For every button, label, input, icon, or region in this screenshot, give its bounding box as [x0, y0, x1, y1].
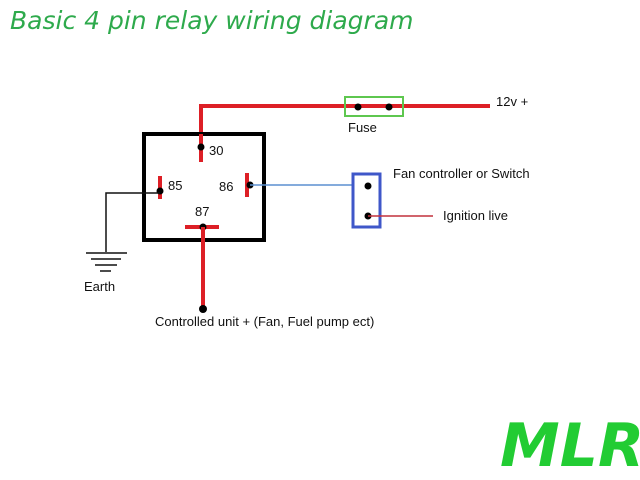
pin-85-label: 85: [168, 178, 182, 193]
mlr-logo: MLR: [500, 411, 640, 480]
pin-30-terminal: [197, 143, 205, 151]
fuse-body: [344, 96, 404, 117]
fuse: [344, 96, 404, 117]
switch-label: Fan controller or Switch: [393, 166, 530, 181]
pin-30: [197, 134, 205, 162]
supply-label: 12v +: [496, 94, 528, 109]
switch-terminal-top: [364, 182, 372, 190]
earth-symbol-icon: [86, 252, 127, 272]
fuse-terminal-left: [354, 103, 362, 111]
diagram-title: Basic 4 pin relay wiring diagram: [10, 6, 414, 35]
pin-86-label: 86: [219, 179, 233, 194]
pin-85: [156, 176, 164, 199]
controlled-unit-terminal: [199, 305, 207, 313]
ignition-label: Ignition live: [443, 208, 508, 223]
earth-wire: [105, 192, 160, 252]
controlled-unit-label: Controlled unit + (Fan, Fuel pump ect): [155, 314, 374, 329]
fuse-label: Fuse: [348, 120, 377, 135]
earth-label: Earth: [84, 279, 115, 294]
pin-30-label: 30: [209, 143, 223, 158]
pin-87-label: 87: [195, 204, 209, 219]
fan-controller-switch: [351, 172, 382, 229]
fuse-terminal-right: [385, 103, 393, 111]
